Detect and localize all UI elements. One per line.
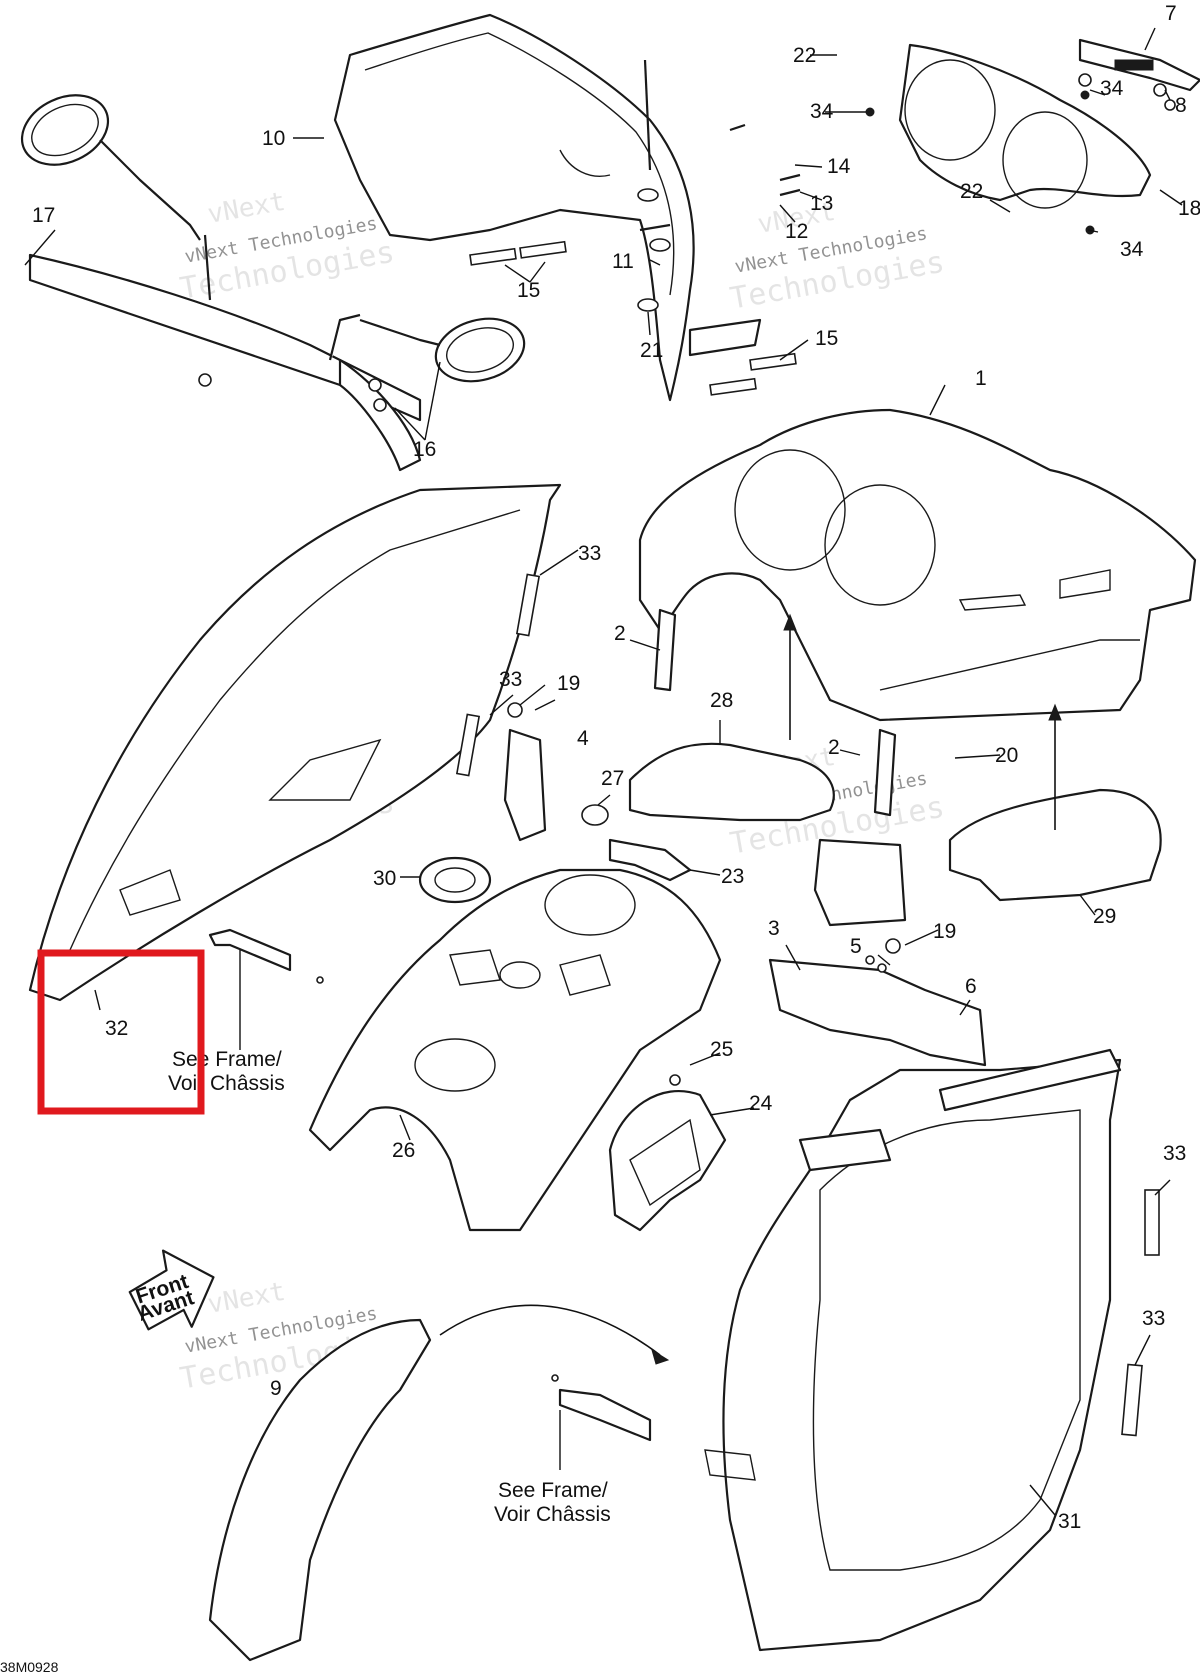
assembly-arrows <box>439 613 1062 1365</box>
callout-3: 3 <box>768 917 780 940</box>
callout-17: 17 <box>32 204 55 227</box>
windshield-hardware <box>469 59 801 396</box>
callout-19: 19 <box>557 672 580 695</box>
callout-1: 1 <box>975 367 987 390</box>
callout-7: 7 <box>1165 2 1177 25</box>
callout-21: 21 <box>640 339 663 362</box>
gauge-bezel-assembly <box>865 38 1200 235</box>
fender-part <box>208 1318 432 1662</box>
see-frame-note: Voir Châssis <box>168 1072 285 1095</box>
callout-27: 27 <box>601 767 624 790</box>
right-side-panel-part <box>704 1048 1122 1652</box>
callout-29: 29 <box>1093 905 1116 928</box>
glovebox-door-part <box>608 1074 727 1232</box>
watermark-text: vNext <box>205 1277 287 1320</box>
frame-fasteners <box>208 928 652 1442</box>
side-cover-parts <box>628 742 1162 927</box>
callout-33: 33 <box>1142 1307 1165 1330</box>
reference-notes: See Frame/ Voir Châssis See Frame/ Voir … <box>168 1048 611 1526</box>
callout-34: 34 <box>810 100 834 123</box>
callout-12: 12 <box>785 220 808 243</box>
left-side-panel-part <box>28 483 562 1002</box>
callout-11: 11 <box>612 250 634 273</box>
callout-8: 8 <box>1175 94 1187 117</box>
callout-14: 14 <box>827 155 851 178</box>
callout-9: 9 <box>270 1377 282 1400</box>
callout-24: 24 <box>749 1092 773 1115</box>
callout-5: 5 <box>850 935 862 958</box>
small-trim-parts <box>418 804 692 904</box>
part-32-highlight-box <box>37 949 205 1115</box>
callout-10: 10 <box>262 127 285 150</box>
callout-25: 25 <box>710 1038 733 1061</box>
callout-23: 23 <box>721 865 744 888</box>
handlebar-mirror-assembly <box>20 94 526 472</box>
callout-labels: 1 2 2 3 4 5 6 7 8 9 10 11 12 13 14 15 15… <box>32 2 1200 1533</box>
callout-19: 19 <box>933 920 956 943</box>
see-frame-note: Voir Châssis <box>494 1503 611 1526</box>
callout-31: 31 <box>1058 1510 1081 1533</box>
dashboard-cover-part <box>638 408 1197 722</box>
callout-33: 33 <box>1163 1142 1186 1165</box>
watermark-text: vNext <box>205 187 287 230</box>
callout-18: 18 <box>1178 197 1200 220</box>
trim-strip-parts <box>455 573 1160 1437</box>
callout-30: 30 <box>373 867 396 890</box>
leader-lines <box>24 27 1183 1516</box>
callout-16: 16 <box>413 438 436 461</box>
callout-15: 15 <box>517 279 540 302</box>
front-direction-indicator: Front Avant <box>128 1249 215 1331</box>
callout-34: 34 <box>1120 238 1144 261</box>
callout-4: 4 <box>577 727 589 750</box>
callout-15: 15 <box>815 327 838 350</box>
callout-22: 22 <box>793 44 816 67</box>
center-console-part <box>308 868 722 1232</box>
see-frame-note: See Frame/ <box>172 1048 282 1071</box>
callout-20: 20 <box>995 744 1018 767</box>
callout-13: 13 <box>810 192 833 215</box>
brackets <box>503 608 987 1067</box>
callout-6: 6 <box>965 975 977 998</box>
figure-code: 38M0928 <box>0 1659 59 1675</box>
callout-33: 33 <box>578 542 601 565</box>
callout-2: 2 <box>828 736 840 759</box>
callout-32: 32 <box>105 1017 128 1040</box>
callout-2: 2 <box>614 622 626 645</box>
see-frame-note: See Frame/ <box>498 1479 608 1502</box>
windshield-part <box>333 13 762 402</box>
callout-22: 22 <box>960 180 983 203</box>
watermark: vNext vNext Technologies Technologies <box>177 187 397 307</box>
callout-34: 34 <box>1100 77 1124 100</box>
callout-33: 33 <box>499 668 522 691</box>
callout-28: 28 <box>710 689 733 712</box>
callout-26: 26 <box>392 1139 415 1162</box>
